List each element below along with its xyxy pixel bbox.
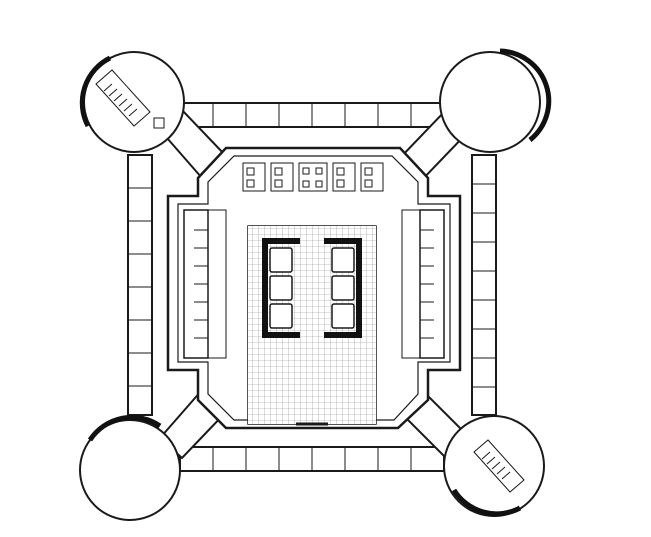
- cabinet-block-left: [262, 238, 300, 338]
- workstation-2: [270, 162, 294, 192]
- tower-top-right: [439, 48, 552, 153]
- stair-icon: [95, 69, 165, 129]
- corridor-top-bays: [212, 103, 412, 127]
- side-bench-left: [183, 209, 227, 359]
- workstation-4: [332, 162, 356, 192]
- corner-towers: [79, 48, 552, 521]
- tower-bottom-right: [443, 415, 545, 517]
- cabinet-block-right: [324, 238, 362, 338]
- corridor-right-bays: [472, 183, 496, 388]
- corridor-right: [471, 154, 497, 416]
- central-core: [166, 146, 462, 430]
- corridor-left: [127, 154, 153, 416]
- workstation-1: [242, 162, 266, 192]
- tower-top-left: [79, 51, 185, 153]
- stair-icon: [473, 439, 525, 493]
- perimeter-corridor: [127, 102, 497, 472]
- workstation-row: [242, 162, 384, 192]
- central-hall: [247, 225, 377, 426]
- workstation-5: [360, 162, 384, 192]
- side-bench-right: [401, 209, 445, 359]
- tower-bottom-left: [79, 414, 181, 521]
- workstation-3: [298, 162, 328, 192]
- corridor-left-bays: [128, 187, 152, 387]
- corridor-bottom-bays: [212, 447, 412, 471]
